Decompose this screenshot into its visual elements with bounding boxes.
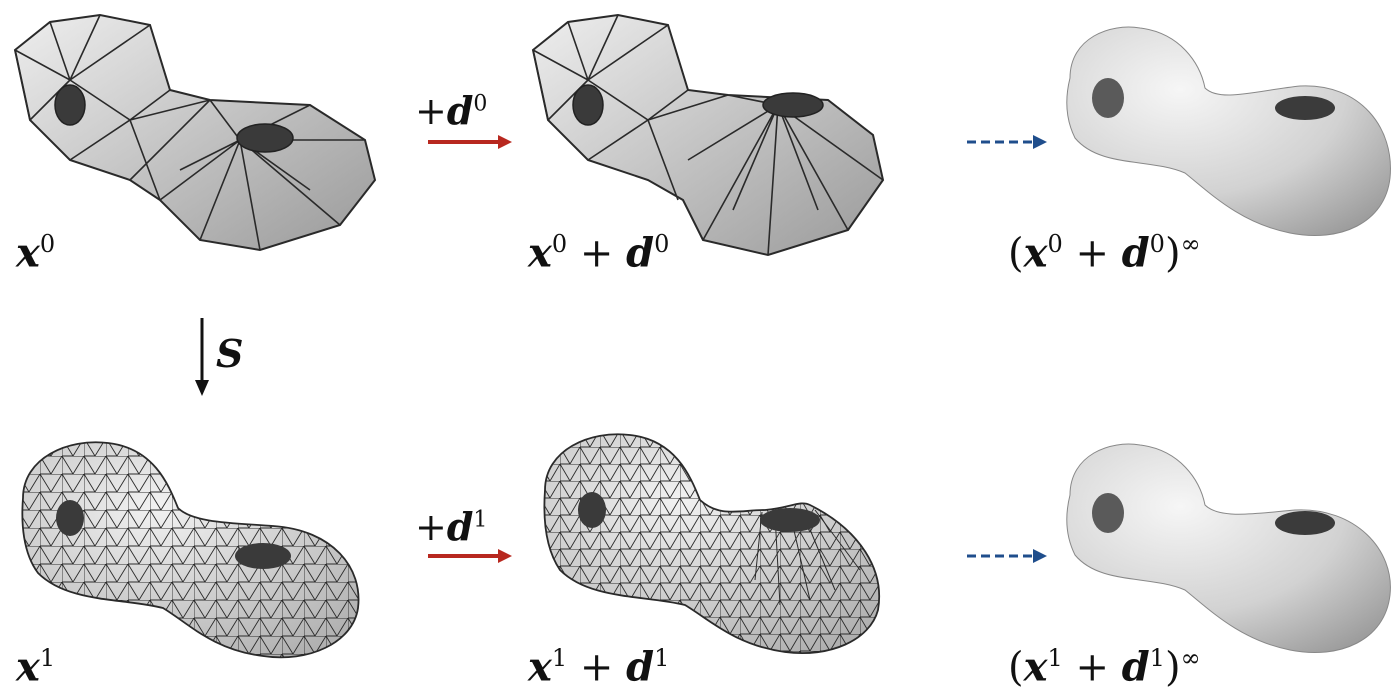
paren-open: (: [1008, 230, 1024, 277]
add-d0-arrow: [428, 135, 512, 149]
superscript: 1: [654, 644, 670, 672]
coarse-mesh-x0: [13, 13, 377, 252]
paren-open: (: [1008, 644, 1024, 691]
subdivision-label: S: [216, 335, 243, 373]
var-x: x: [528, 229, 552, 277]
displaced-fine-mesh-x1d1: [543, 433, 880, 654]
plus-operator: +: [1062, 644, 1122, 691]
superscript: 0: [1047, 230, 1063, 258]
plus-operator: +: [567, 230, 627, 277]
label-limit-1: (x1 + d1)∞: [1008, 646, 1201, 687]
superscript: 1: [551, 644, 568, 672]
limit-surface-0: [1066, 26, 1391, 237]
limit-arrow-row2: [967, 549, 1047, 563]
superscript: 0: [551, 230, 568, 258]
label-x1: x1: [16, 646, 55, 687]
infinity-exponent: ∞: [1180, 230, 1201, 258]
label-limit-0: (x0 + d0)∞: [1008, 232, 1201, 273]
var-d: d: [626, 229, 655, 277]
superscript: 0: [1149, 230, 1165, 258]
label-x0: x0: [16, 232, 55, 273]
superscript: 0: [473, 91, 488, 117]
paren-close: ): [1164, 644, 1181, 691]
paren-close: ): [1164, 230, 1181, 277]
superscript: 1: [1149, 644, 1165, 672]
superscript: 1: [1047, 644, 1063, 672]
superscript: 0: [39, 230, 56, 258]
var-S: S: [216, 331, 244, 376]
var-d: d: [1121, 643, 1150, 691]
var-x: x: [1023, 643, 1048, 691]
var-x: x: [16, 229, 40, 277]
var-d: d: [446, 504, 474, 549]
displaced-mesh-x0d0: [531, 13, 885, 257]
var-d: d: [626, 643, 655, 691]
plus-operator: +: [1062, 230, 1122, 277]
limit-arrow-row1: [967, 135, 1047, 149]
var-x: x: [16, 643, 40, 691]
subdivision-arrow: [195, 318, 209, 396]
superscript: 0: [654, 230, 670, 258]
var-d: d: [446, 88, 474, 133]
var-d: d: [1121, 229, 1150, 277]
var-x: x: [1023, 229, 1048, 277]
infinity-exponent: ∞: [1180, 644, 1201, 672]
fine-mesh-x1: [21, 441, 360, 659]
add-d0-label: +d0: [415, 89, 488, 133]
limit-surface-1: [1066, 443, 1391, 654]
superscript: 1: [473, 507, 488, 533]
add-d1-arrow: [428, 549, 512, 563]
plus-sign: +: [415, 89, 447, 133]
superscript: 1: [39, 644, 56, 672]
label-x0-plus-d0: x0 + d0: [528, 232, 669, 273]
plus-sign: +: [415, 505, 447, 549]
label-x1-plus-d1: x1 + d1: [528, 646, 669, 687]
add-d1-label: +d1: [415, 505, 488, 549]
var-x: x: [528, 643, 552, 691]
plus-operator: +: [567, 644, 627, 691]
